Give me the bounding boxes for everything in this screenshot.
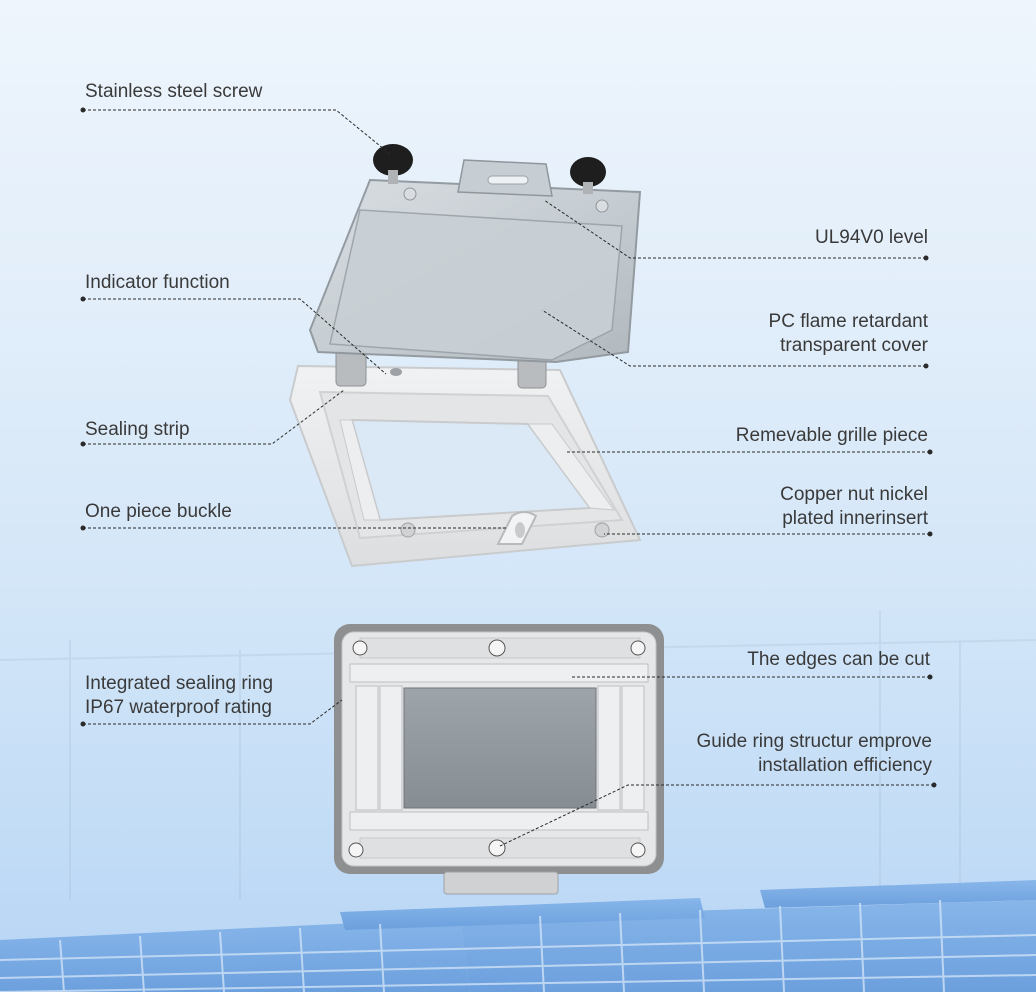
solar-panel-grid xyxy=(0,899,1036,992)
label-sealing-strip: Sealing strip xyxy=(85,419,190,440)
label-copper-nut: Copper nut nickel plated innerinsert xyxy=(780,484,928,529)
label-grille-piece: Remevable grille piece xyxy=(735,425,928,446)
label-indicator: Indicator function xyxy=(85,272,230,293)
label-guide-ring: Guide ring structur emprove installation… xyxy=(696,731,933,776)
enclosure-top-view xyxy=(288,144,642,568)
label-edges-cut: The edges can be cut xyxy=(747,649,930,670)
label-ul94v0: UL94V0 level xyxy=(814,227,928,248)
label-buckle: One piece buckle xyxy=(85,501,232,522)
label-stainless-screw: Stainless steel screw xyxy=(85,81,263,102)
label-sealing-ring: Integrated sealing ring IP67 waterproof … xyxy=(85,673,274,718)
enclosure-rear-view xyxy=(334,624,664,895)
label-pc-cover: PC flame retardant transparent cover xyxy=(768,311,928,356)
